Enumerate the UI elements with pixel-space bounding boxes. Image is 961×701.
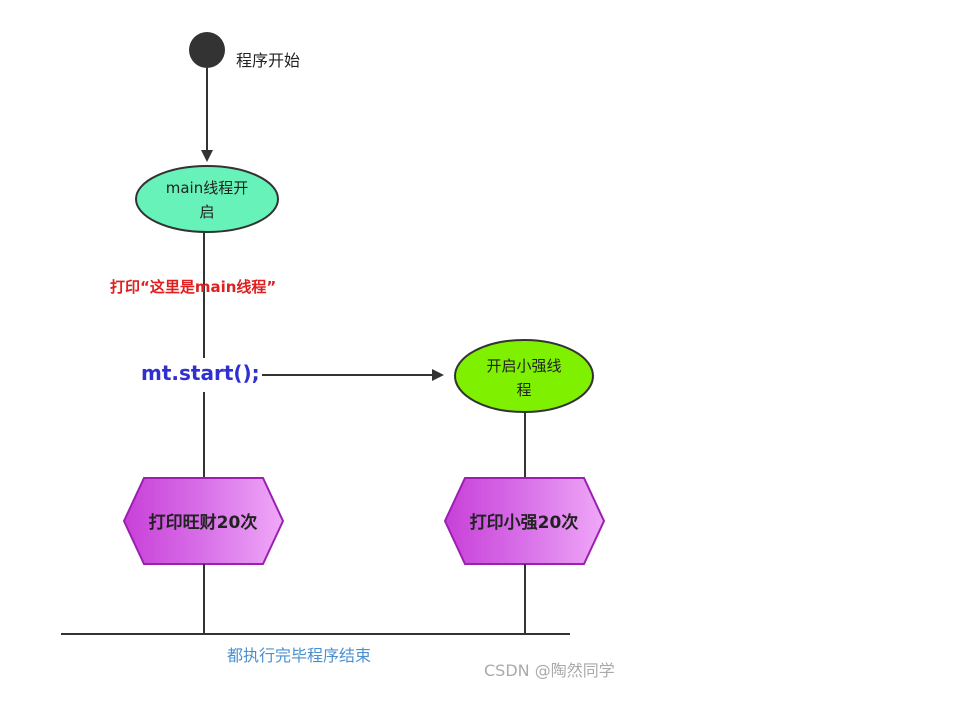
main-thread-ellipse [135, 165, 279, 233]
print-wangcai-hexagon [122, 477, 285, 565]
print-main-label: 打印“这里是main线程” [110, 278, 276, 296]
main-thread-label-line2: 启 [199, 203, 214, 221]
main-thread-label-line1: main线程开 [166, 179, 248, 197]
xiaoqiang-thread-label-line1: 开启小强线 [486, 357, 561, 375]
end-label: 都执行完毕程序结束 [227, 646, 371, 665]
xiaoqiang-thread-label-line2: 程 [516, 381, 531, 399]
print-xiaoqiang-hexagon [443, 477, 606, 565]
mt-start-label: mt.start(); [141, 361, 260, 385]
print-xiaoqiang-label: 打印小强20次 [470, 512, 579, 533]
watermark-label: CSDN @陶然同学 [484, 661, 615, 680]
start-label: 程序开始 [236, 51, 300, 70]
start-node [189, 32, 225, 68]
print-wangcai-label: 打印旺财20次 [149, 512, 258, 533]
xiaoqiang-thread-ellipse [454, 339, 594, 413]
